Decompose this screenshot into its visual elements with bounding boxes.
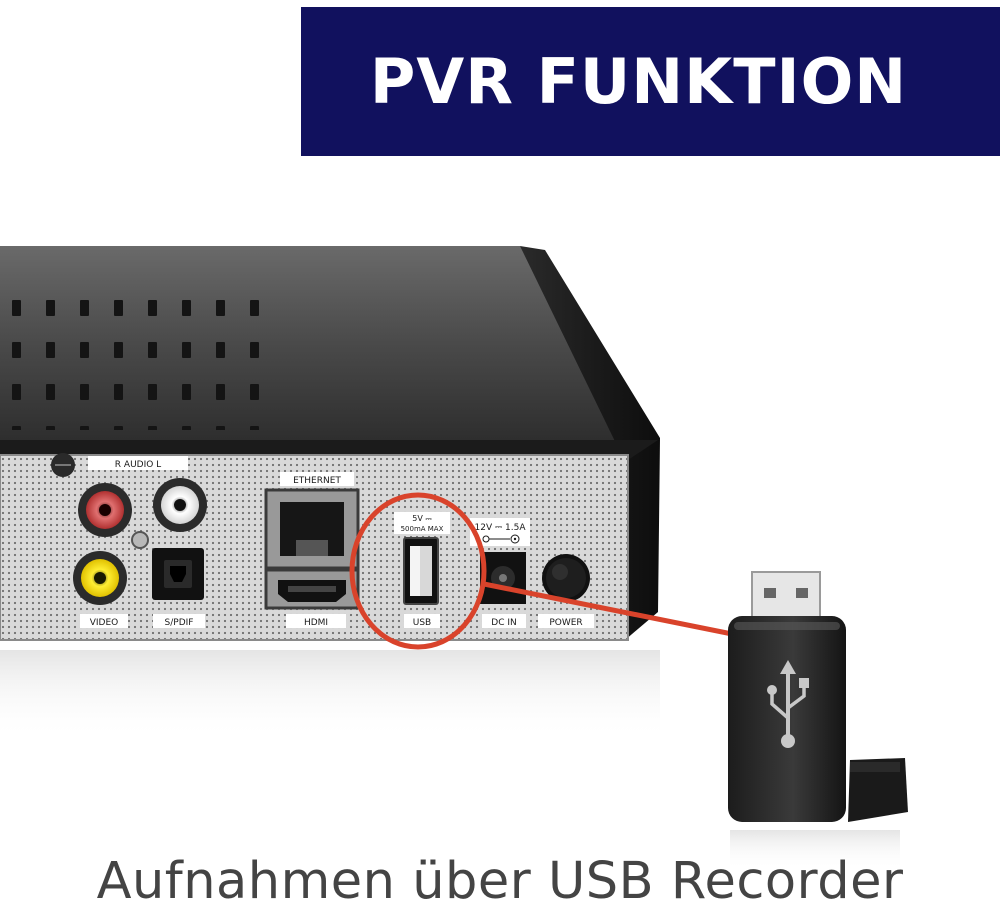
ethernet-label: ETHERNET — [293, 476, 341, 486]
caption-text: Aufnahmen über USB Recorder — [96, 852, 904, 911]
callout-line — [483, 581, 733, 637]
usb-symbol-icon — [767, 660, 809, 748]
usb-port — [403, 537, 439, 605]
usb-stick — [728, 571, 908, 870]
device-reflection — [0, 650, 660, 740]
dc-rating: 12V ⎓ 1.5A — [475, 523, 527, 533]
usb-highlight-circle — [349, 492, 487, 650]
dc-in-label: DC IN — [491, 618, 516, 628]
vent-grille — [0, 290, 260, 430]
spdif-label: S/PDIF — [165, 618, 194, 628]
usb-rating-current: 500mA MAX — [401, 525, 444, 533]
power-label: POWER — [549, 618, 582, 628]
dc-in-port — [480, 552, 526, 604]
dc-polarity-icon — [482, 534, 520, 544]
hdmi-label: HDMI — [304, 618, 328, 628]
rca-yellow-jack — [73, 551, 127, 605]
usb-rating-voltage: 5V ⎓ — [412, 514, 432, 523]
usb-label: USB — [413, 618, 431, 628]
ethernet-port — [264, 488, 360, 570]
audio-label: R AUDIO L — [115, 460, 161, 470]
rca-red-jack — [78, 483, 132, 537]
ground-screw — [131, 531, 149, 549]
title-banner: PVR FUNKTION — [301, 7, 1000, 156]
video-label: VIDEO — [90, 618, 119, 628]
spdif-port — [152, 548, 204, 600]
hdmi-port — [264, 568, 360, 610]
power-button — [542, 554, 590, 602]
rca-white-jack — [153, 478, 207, 532]
banner-title: PVR FUNKTION — [369, 45, 908, 118]
